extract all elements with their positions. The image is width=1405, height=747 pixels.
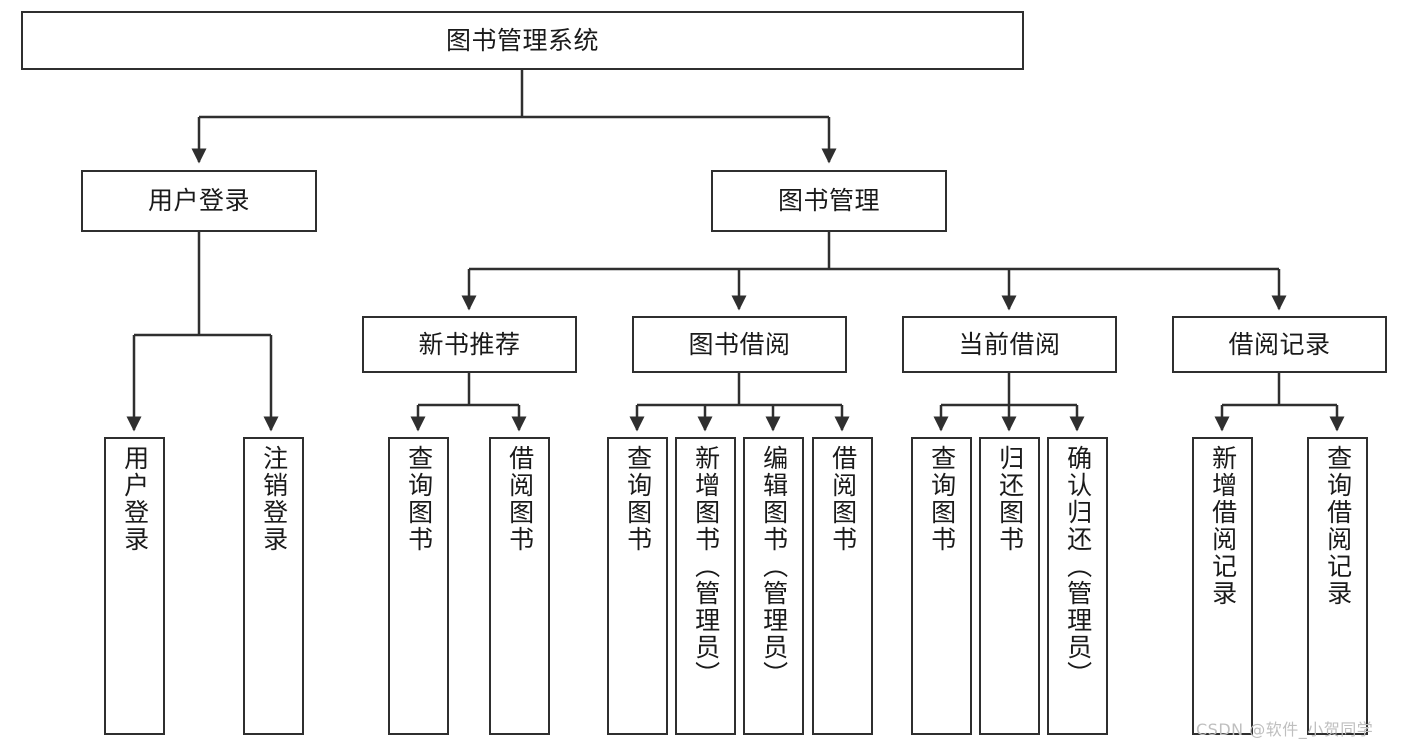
node-book-management[interactable]: 图书管理: [711, 170, 947, 232]
node-label: 用户登录: [120, 445, 150, 553]
leaf-new-book-borrow-book[interactable]: 借阅图书: [489, 437, 550, 735]
leaf-new-book-query-book[interactable]: 查询图书: [388, 437, 449, 735]
node-label: 图书借阅: [688, 329, 791, 359]
node-label: 新增借阅记录: [1208, 445, 1238, 607]
leaf-user-login-logout[interactable]: 注销登录: [243, 437, 304, 735]
node-label: 查询借阅记录: [1323, 445, 1353, 607]
leaf-current-borrow-query-book[interactable]: 查询图书: [911, 437, 972, 735]
node-label: 查询图书: [927, 445, 957, 553]
node-label: 查询图书: [404, 445, 434, 553]
node-borrow-record[interactable]: 借阅记录: [1172, 316, 1387, 373]
node-label: 借阅图书: [828, 445, 858, 553]
node-label: 注销登录: [259, 445, 289, 553]
node-current-borrow[interactable]: 当前借阅: [902, 316, 1117, 373]
node-label: 新书推荐: [418, 329, 521, 359]
leaf-current-borrow-confirm-return-admin[interactable]: 确认归还（管理员）: [1047, 437, 1108, 735]
leaf-book-borrow-query-book[interactable]: 查询图书: [607, 437, 668, 735]
node-book-borrow[interactable]: 图书借阅: [632, 316, 847, 373]
leaf-user-login-login[interactable]: 用户登录: [104, 437, 165, 735]
node-label: 归还图书: [995, 445, 1025, 553]
leaf-book-borrow-edit-book-admin[interactable]: 编辑图书（管理员）: [743, 437, 804, 735]
leaf-book-borrow-add-book-admin[interactable]: 新增图书（管理员）: [675, 437, 736, 735]
node-label: 编辑图书（管理员）: [759, 445, 789, 688]
node-label: 图书管理: [777, 186, 880, 216]
node-label: 当前借阅: [958, 329, 1061, 359]
node-label: 查询图书: [623, 445, 653, 553]
node-label: 借阅图书: [505, 445, 535, 553]
node-label: 新增图书（管理员）: [691, 445, 721, 688]
node-user-login[interactable]: 用户登录: [81, 170, 317, 232]
leaf-current-borrow-return-book[interactable]: 归还图书: [979, 437, 1040, 735]
leaf-borrow-record-query-record[interactable]: 查询借阅记录: [1307, 437, 1368, 735]
node-label: 用户登录: [147, 186, 250, 216]
leaf-borrow-record-add-record[interactable]: 新增借阅记录: [1192, 437, 1253, 735]
node-new-book-recommend[interactable]: 新书推荐: [362, 316, 577, 373]
node-root-book-management-system[interactable]: 图书管理系统: [21, 11, 1024, 70]
leaf-book-borrow-borrow-book[interactable]: 借阅图书: [812, 437, 873, 735]
node-label: 借阅记录: [1228, 329, 1331, 359]
node-label: 图书管理系统: [445, 25, 599, 55]
node-label: 确认归还（管理员）: [1063, 445, 1093, 688]
